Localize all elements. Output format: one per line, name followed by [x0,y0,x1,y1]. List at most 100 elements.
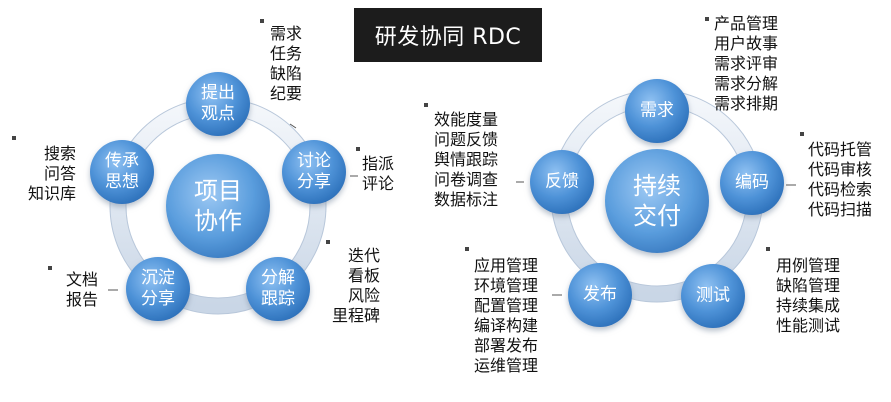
labels-propose: 需求 任务 缺陷 纪要 [270,24,302,104]
node-inherit-label: 传承 思想 [105,151,139,193]
label-item: 缺陷管理 [776,276,841,295]
node-settle [126,257,190,321]
label-item: 代码检索 [808,180,873,199]
label-item: 报告 [65,290,98,309]
right-cycle [424,17,804,328]
label-item: 代码扫描 [808,200,873,219]
node-feedback [530,150,594,214]
label-item: 指派 [362,154,395,173]
node-settle-line-2: 分享 [141,289,175,309]
left-hub [166,154,270,258]
labels-release: 应用管理 环境管理 配置管理 编译构建 部署发布 运维管理 [474,256,538,376]
bullet-settle [48,266,52,270]
label-item: 性能测试 [776,316,841,335]
bullet-testing [766,247,770,251]
right-hub-label: 持续 交付 [633,171,681,231]
label-item: 产品管理 [714,14,779,33]
labels-track: 迭代 看板 风险 里程碑 [332,246,380,326]
label-item: 用例管理 [776,256,841,275]
node-discuss-line-1: 讨论 [297,151,331,171]
bullet-feedback [424,103,428,107]
label-item: 数据标注 [434,190,499,209]
label-item: 风险 [347,286,380,305]
node-inherit-line-1: 传承 [105,151,139,171]
right-hub-line-2: 交付 [633,202,681,230]
node-propose-label: 提出 观点 [201,83,235,125]
label-item: 舆情跟踪 [434,150,499,169]
labels-inherit: 搜索 问答 知识库 [10,144,76,204]
label-item: 代码审核 [808,160,873,179]
node-requirement-label: 需求 [640,100,674,121]
bullet-discuss [356,147,360,151]
node-propose-line-1: 提出 [201,83,235,103]
node-track [246,257,310,321]
label-item: 缺陷 [270,64,303,83]
node-propose-line-2: 观点 [201,104,235,124]
node-track-label: 分解 跟踪 [261,268,295,310]
node-requirement [625,79,689,143]
label-item: 运维管理 [474,356,539,375]
connector-propose [289,123,297,129]
node-inherit-line-2: 思想 [105,172,139,192]
label-item: 需求分解 [714,74,779,93]
left-hub-label: 项目 协作 [194,176,242,236]
label-item: 知识库 [27,184,76,203]
node-track-line-1: 分解 [261,268,295,288]
label-item: 配置管理 [474,296,539,315]
bullet-release [465,247,469,251]
label-item: 问卷调查 [434,170,499,189]
node-discuss-label: 讨论 分享 [297,151,331,193]
label-item: 问题反馈 [434,130,499,149]
node-settle-label: 沉淀 分享 [141,268,175,310]
labels-coding: 代码托管 代码审核 代码检索 代码扫描 [808,140,872,220]
diagram-title: 研发协同 RDC [354,8,542,62]
bullet-requirement [705,17,709,21]
labels-testing: 用例管理 缺陷管理 持续集成 性能测试 [776,256,840,336]
label-item: 纪要 [270,84,303,103]
label-item: 应用管理 [474,256,539,275]
node-track-line-2: 跟踪 [261,289,295,309]
label-item: 编译构建 [474,316,539,335]
bullet-inherit [12,136,16,140]
label-item: 文档 [65,270,98,289]
node-release-label: 发布 [583,284,617,305]
node-discuss-line-2: 分享 [297,172,331,192]
label-item: 效能度量 [434,110,499,129]
label-item: 代码托管 [808,140,873,159]
node-release [568,263,632,327]
left-cycle [12,19,360,321]
labels-discuss: 指派 评论 [362,154,394,194]
node-discuss [282,140,346,204]
label-item: 问答 [43,164,76,183]
label-item: 需求 [270,24,303,43]
node-testing-label: 测试 [696,285,730,306]
label-item: 搜索 [43,144,76,163]
node-inherit [90,140,154,204]
label-item: 里程碑 [332,306,381,325]
label-item: 部署发布 [474,336,539,355]
labels-settle: 文档 报告 [58,270,98,310]
node-testing [681,264,745,328]
left-hub-line-2: 协作 [194,207,242,235]
label-item: 迭代 [347,246,380,265]
node-propose [186,72,250,136]
label-item: 需求排期 [714,94,779,113]
bullet-propose [260,19,264,23]
node-feedback-label: 反馈 [545,171,579,192]
label-item: 需求评审 [714,54,779,73]
node-coding [720,151,784,215]
left-hub-line-1: 项目 [194,177,242,205]
right-hub-line-1: 持续 [633,172,681,200]
label-item: 评论 [362,174,395,193]
label-item: 用户故事 [714,34,779,53]
labels-feedback: 效能度量 问题反馈 舆情跟踪 问卷调查 数据标注 [434,110,498,210]
bullet-coding [800,132,804,136]
label-item: 持续集成 [776,296,841,315]
label-item: 看板 [347,266,380,285]
bullet-track [326,240,330,244]
label-item: 环境管理 [474,276,539,295]
right-hub [605,149,709,253]
labels-requirement: 产品管理 用户故事 需求评审 需求分解 需求排期 [714,14,778,114]
label-item: 任务 [270,44,303,63]
